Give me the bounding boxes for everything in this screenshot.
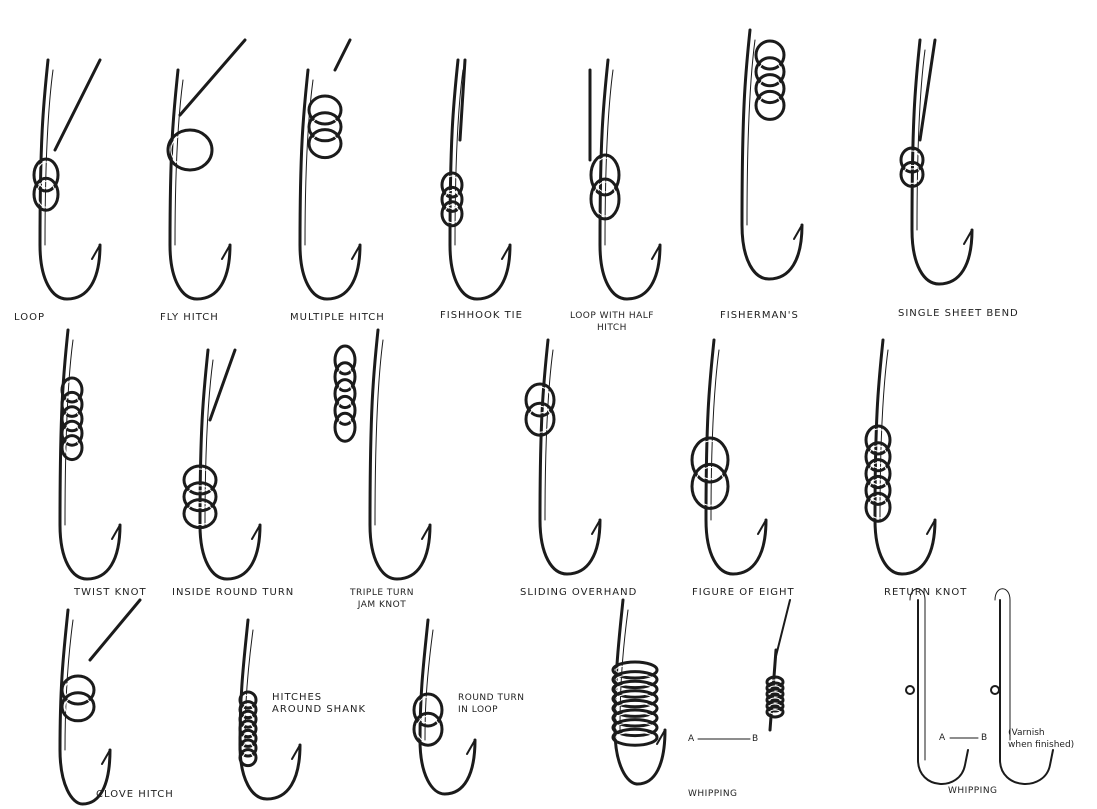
loop-half-hitch-hook-drawing bbox=[590, 60, 660, 299]
label-fishhook-tie: FISHHOOK TIE bbox=[440, 310, 523, 322]
label-fly-hitch: FLY HITCH bbox=[160, 312, 219, 324]
whipping-1-hook-drawing bbox=[613, 600, 790, 784]
whipping-2-hook-drawing bbox=[906, 589, 1053, 784]
annotation-a-whipping-2: A bbox=[939, 732, 946, 744]
label-twist-knot: TWIST KNOT bbox=[74, 587, 147, 599]
clove-hitch-hook-drawing bbox=[60, 600, 140, 804]
label-fishermans: FISHERMAN'S bbox=[720, 310, 799, 322]
fly-hitch-hook-drawing bbox=[168, 40, 245, 299]
figure-of-eight-hook-drawing bbox=[692, 340, 766, 574]
multiple-hitch-hook-drawing bbox=[300, 40, 360, 299]
label-sliding-overhand: SLIDING OVERHAND bbox=[520, 587, 637, 599]
label-loop: LOOP bbox=[14, 312, 45, 324]
return-knot-hook-drawing bbox=[866, 340, 935, 574]
label-hitches-shank: HITCHES AROUND SHANK bbox=[272, 692, 366, 716]
twist-knot-hook-drawing bbox=[60, 330, 120, 579]
label-inside-round-turn: INSIDE ROUND TURN bbox=[172, 587, 294, 599]
sliding-overhand-hook-drawing bbox=[526, 340, 600, 574]
inside-round-turn-hook-drawing bbox=[184, 350, 260, 579]
fishhook-tie-hook-drawing bbox=[442, 60, 510, 299]
label-multiple-hitch: MULTIPLE HITCH bbox=[290, 312, 385, 324]
label-return-knot: RETURN KNOT bbox=[884, 587, 967, 599]
label-figure-of-eight: FIGURE OF EIGHT bbox=[692, 587, 795, 599]
label-round-turn-loop: ROUND TURN IN LOOP bbox=[458, 692, 525, 716]
label-triple-turn-jam: TRIPLE TURN JAM KNOT bbox=[350, 587, 414, 611]
label-clove-hitch: CLOVE HITCH bbox=[96, 789, 174, 801]
annotation-a-whipping-1: A bbox=[688, 733, 695, 745]
annotation-b-whipping-2: B bbox=[981, 732, 988, 744]
annotation-varnish: (Varnish when finished) bbox=[1008, 727, 1074, 751]
label-loop-half-hitch: LOOP WITH HALF HITCH bbox=[570, 310, 654, 334]
annotation-b-whipping-1: B bbox=[752, 733, 759, 745]
fishermans-hook-drawing bbox=[742, 30, 802, 279]
loop-hook-drawing bbox=[34, 60, 100, 299]
label-whipping-1: WHIPPING bbox=[688, 788, 738, 800]
label-single-sheet-bend: SINGLE SHEET BEND bbox=[898, 308, 1019, 320]
single-sheet-bend-hook-drawing bbox=[901, 40, 972, 284]
label-whipping-2: WHIPPING bbox=[948, 785, 998, 797]
triple-turn-jam-hook-drawing bbox=[335, 330, 430, 579]
